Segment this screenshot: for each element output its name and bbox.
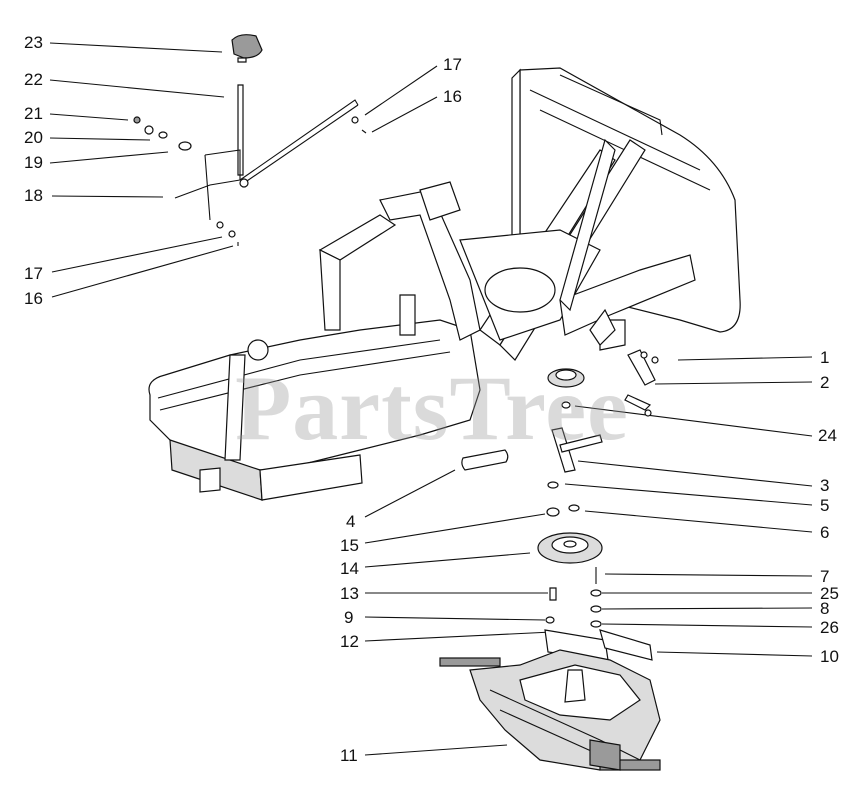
callout-22: 22 <box>24 70 43 89</box>
callout-8: 8 <box>820 599 830 618</box>
callout-18: 18 <box>24 186 43 205</box>
callout-12: 12 <box>340 632 359 651</box>
callout-25: 25 <box>820 584 839 603</box>
callout-7: 7 <box>820 567 830 586</box>
callout-20: 20 <box>24 128 43 147</box>
callout-9: 9 <box>344 608 354 627</box>
callout-10: 10 <box>820 647 839 666</box>
callout-5: 5 <box>820 496 830 515</box>
callout-13: 13 <box>340 584 359 603</box>
callout-24: 24 <box>818 426 837 445</box>
callout-14: 14 <box>340 559 359 578</box>
leader-lines <box>49 42 813 756</box>
callout-15: 15 <box>340 536 359 555</box>
callout-3: 3 <box>820 476 830 495</box>
callout-4: 4 <box>346 512 356 531</box>
main-frame <box>148 138 696 501</box>
callout-17-left: 17 <box>24 264 43 283</box>
callout-16-left: 16 <box>24 289 43 308</box>
callout-16-top: 16 <box>443 87 462 106</box>
callout-17-top: 17 <box>443 55 462 74</box>
callout-11: 11 <box>340 746 358 765</box>
callout-23: 23 <box>24 33 43 52</box>
callout-1: 1 <box>820 348 830 367</box>
callout-2: 2 <box>820 373 830 392</box>
transaxle <box>439 649 661 771</box>
drive-hardware <box>461 349 659 661</box>
control-linkage <box>133 34 367 246</box>
callout-21: 21 <box>24 104 43 123</box>
callout-26: 26 <box>820 618 839 637</box>
callout-19: 19 <box>24 153 43 172</box>
callout-6: 6 <box>820 523 830 542</box>
